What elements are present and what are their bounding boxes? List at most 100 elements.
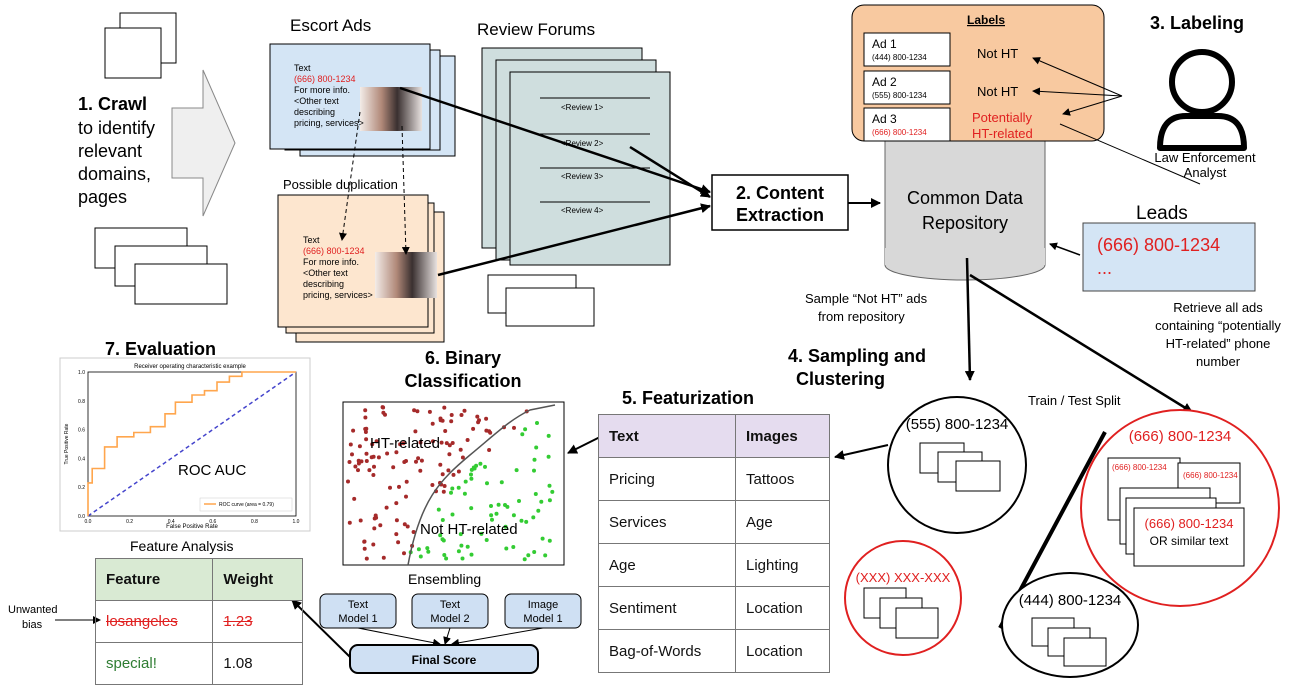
scatter-dot [364,451,369,456]
labeling-section: Labels Ad 1 (444) 800-1234 Ad 2 (555) 80… [851,4,1256,185]
scatter-dot [397,484,401,489]
label-value: HT-related [972,126,1033,141]
evaluation-title: 7. Evaluation [105,339,216,359]
cluster-page-icon [955,460,1001,492]
roc-curve [87,371,296,516]
scatter-dot [503,503,507,507]
scatter-dot [398,442,403,447]
scatter-dot [459,413,464,417]
scatter-dot [539,499,544,504]
scatter-dot [456,549,461,554]
scatter-dot [449,419,454,424]
scatter-dot [469,552,474,557]
scatter-dot [460,455,465,460]
scatter-dot [531,515,536,520]
scatter-dot [550,489,555,494]
roc-xtick: 0.4 [168,519,175,525]
escort-ads-title: Escort Ads [290,16,371,35]
table-cell: Sentiment [598,586,736,630]
scatter-dot [449,490,453,495]
table-cell: Pricing [598,457,736,501]
model-label: Text [348,599,368,611]
roc-xtick: 1.0 [293,519,300,525]
bias-label: Unwanted [8,604,58,616]
scatter-dot [396,540,401,545]
scatter-dot [532,468,536,473]
analyst-label: Law Enforcement [1154,150,1256,165]
scatter-dot [438,533,443,538]
binary-section: 6. Binary Classification HT-related Not … [342,348,565,566]
labeling-title: 3. Labeling [1150,13,1244,33]
scatter-dot [367,468,372,473]
feature-analysis-header: Weight [212,558,303,601]
ad-text: Text [294,63,311,73]
scatter-dot [404,459,408,463]
scatter-dot [520,432,525,437]
scatter-dot [451,472,456,477]
labels-panel-title: Labels [967,13,1005,27]
label-arrow [1032,57,1123,97]
scatter-dot [449,413,454,417]
scatter-dot [394,518,399,523]
label-ad-box [863,107,951,142]
roc-xtick: 0.8 [251,519,258,525]
roc-ytick: 0.8 [78,399,85,405]
ensemble-arrow [357,627,441,647]
scatter-dot [431,439,435,444]
scatter-dot [430,483,435,487]
scatter-dot [411,530,416,534]
sample-note: from repository [818,309,905,324]
scatter-dot [364,556,369,561]
scatter-dot [512,425,516,430]
analyst-label: Analyst [1184,165,1227,180]
scatter-dot [458,532,463,537]
roc-center-label: ROC AUC [178,462,247,479]
scatter-dot [362,546,367,551]
scatter-dot [444,556,449,561]
scatter-dot [438,418,443,423]
scatter-dot [363,415,368,420]
scatter-dot [547,483,552,488]
ensembling-title: Ensembling [408,571,481,587]
label-ad-box [863,70,951,105]
roc-xtick: 0.0 [85,519,92,525]
table-row: Age Lighting [598,543,831,587]
scatter-dot [426,549,431,554]
scatter-dot [490,517,494,522]
crawl-desc-line: relevant [78,141,142,161]
review-forums-title: Review Forums [477,20,595,39]
scatter-dot [384,505,389,510]
table-cell: Services [598,500,736,544]
scatter-dot [476,420,481,425]
crawl-title: 1. Crawl [78,94,147,114]
scatter-dot [348,442,353,447]
scatter-dot [504,546,509,551]
scatter-dot [478,461,483,466]
content-extraction-label: Extraction [736,205,824,225]
scatter-dot [447,452,452,457]
label-arrow [1032,87,1123,97]
scatter-dot [546,433,551,438]
review-item: <Review 4> [561,206,604,215]
scatter-dot [347,460,352,464]
retrieve-note: containing “potentially [1155,318,1281,333]
scatter-dot [479,531,484,536]
to-featurization-arrow [834,444,889,460]
table-row: special! 1.08 [94,642,303,685]
crawl-desc-line: domains, [78,164,151,184]
ht-label: HT-related [370,435,440,452]
table-cell: Tattoos [734,457,831,501]
scatter-dot [364,459,369,463]
table-cell: special! [94,642,214,685]
cluster-front-phone: (666) 800-1234 [1145,516,1234,531]
scatter-dot [370,442,375,447]
scatter-dot [475,414,480,419]
roc-ytick: 1.0 [78,370,85,376]
scatter-dot [358,518,363,523]
scatter-dot [412,408,417,413]
label-link-line [1059,123,1201,185]
scatter-dot [351,428,356,433]
flow-arrow [399,86,711,194]
dup-arrow [401,125,410,255]
roc-diagonal [87,371,297,517]
